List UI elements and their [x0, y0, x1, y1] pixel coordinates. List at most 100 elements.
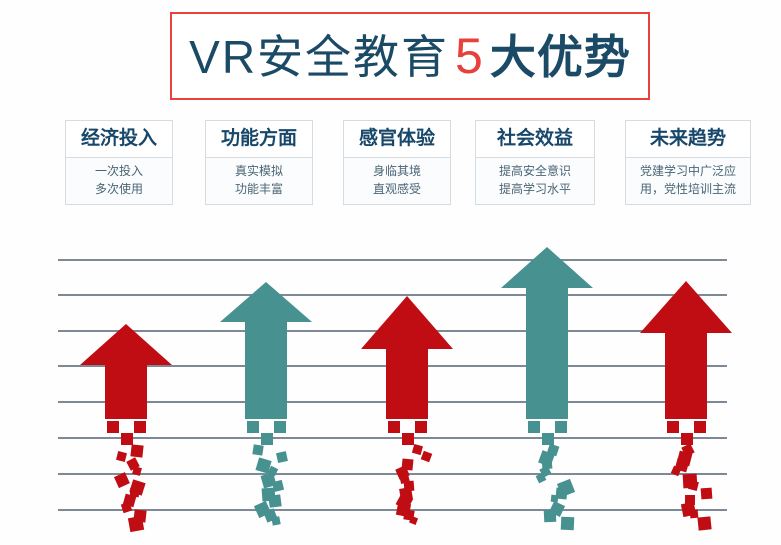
- title-prefix: VR安全教育: [189, 31, 450, 83]
- exhaust-particle: [560, 516, 575, 531]
- exhaust-particle: [541, 458, 553, 470]
- exhaust-particle: [544, 509, 558, 523]
- gridline: [58, 509, 727, 511]
- exhaust-particle: [675, 458, 690, 473]
- arrow-shaft: [526, 286, 568, 419]
- exhaust-particle: [254, 500, 272, 518]
- advantage-card-function-aspect[interactable]: 功能方面 真实模拟 功能丰富: [205, 120, 313, 205]
- exhaust-particle: [681, 433, 693, 445]
- gridline: [58, 294, 727, 296]
- title-number: 5: [455, 28, 484, 84]
- exhaust-particle: [687, 480, 699, 491]
- exhaust-particle: [261, 487, 276, 502]
- exhaust-particle: [394, 464, 410, 480]
- exhaust-particle: [113, 471, 131, 489]
- arrow-head: [220, 282, 312, 322]
- card-line-1: 提高安全意识: [498, 164, 571, 178]
- exhaust-particle: [396, 493, 414, 511]
- exhaust-particle: [538, 464, 552, 478]
- arrow-shaft: [105, 363, 147, 419]
- exhaust-particle: [402, 509, 415, 521]
- arrow-shaft: [665, 331, 707, 419]
- exhaust-particle: [415, 421, 427, 433]
- exhaust-particle: [550, 495, 560, 504]
- exhaust-particle: [409, 515, 419, 526]
- exhaust-particle: [555, 487, 568, 500]
- card-line-2: 功能丰富: [234, 182, 283, 196]
- card-line-1: 身临其境: [372, 164, 421, 178]
- exhaust-particle: [247, 421, 259, 433]
- exhaust-particle: [263, 508, 278, 523]
- exhaust-particle: [681, 443, 695, 457]
- exhaust-particle: [107, 421, 119, 433]
- exhaust-particle: [267, 465, 279, 476]
- card-title: 未来趋势: [626, 121, 750, 158]
- card-line-2: 直观感受: [372, 182, 421, 196]
- exhaust-particle: [528, 421, 540, 433]
- exhaust-particle: [396, 501, 412, 517]
- card-title: 经济投入: [66, 121, 172, 158]
- exhaust-particle: [676, 450, 693, 467]
- exhaust-particle: [682, 473, 697, 488]
- card-body: 党建学习中广泛应 用，党性培训主流: [626, 158, 750, 204]
- gridline: [58, 259, 727, 261]
- card-body: 身临其境 直观感受: [344, 158, 450, 204]
- exhaust-particle: [129, 479, 146, 496]
- exhaust-particle: [125, 457, 140, 472]
- exhaust-particle: [536, 472, 547, 484]
- exhaust-particle: [121, 433, 133, 445]
- exhaust-particle: [123, 494, 138, 509]
- card-title: 感官体验: [344, 121, 450, 158]
- exhaust-particle: [667, 421, 679, 433]
- exhaust-particle: [670, 465, 682, 477]
- card-title: 功能方面: [206, 121, 312, 158]
- exhaust-particle: [549, 500, 566, 517]
- gridline: [58, 473, 727, 475]
- exhaust-particle: [697, 516, 711, 531]
- advantage-card-row: 经济投入 一次投入 多次使用 功能方面 真实模拟 功能丰富 感官体验 身临其境 …: [0, 120, 781, 212]
- exhaust-particle: [271, 480, 284, 492]
- exhaust-particle: [133, 509, 148, 523]
- card-line-2: 多次使用: [94, 182, 143, 196]
- exhaust-particle: [403, 480, 415, 492]
- exhaust-particle: [402, 433, 414, 445]
- gridline: [58, 330, 727, 332]
- exhaust-particle: [260, 472, 277, 489]
- title-suffix: 大优势: [489, 31, 631, 83]
- exhaust-particle: [412, 443, 423, 455]
- exhaust-particle: [694, 421, 706, 433]
- advantage-card-future-trend[interactable]: 未来趋势 党建学习中广泛应 用，党性培训主流: [625, 120, 751, 205]
- arrow-shaft: [386, 347, 428, 419]
- arrow-head: [361, 296, 453, 349]
- card-line-1: 一次投入: [94, 164, 143, 178]
- exhaust-particle: [538, 450, 555, 467]
- exhaust-particle: [120, 501, 132, 513]
- exhaust-particle: [132, 465, 143, 476]
- arrow-head: [80, 324, 172, 365]
- card-line-1: 真实模拟: [234, 164, 283, 178]
- exhaust-particle: [130, 444, 144, 458]
- exhaust-particle: [420, 450, 433, 463]
- exhaust-particle: [255, 457, 272, 475]
- exhaust-particle: [555, 421, 567, 433]
- exhaust-particle: [542, 433, 554, 445]
- exhaust-particle: [557, 478, 576, 497]
- exhaust-particle: [685, 495, 696, 506]
- advantage-card-social-benefit[interactable]: 社会效益 提高安全意识 提高学习水平: [475, 120, 595, 205]
- advantage-card-economic-investment[interactable]: 经济投入 一次投入 多次使用: [65, 120, 173, 205]
- exhaust-particle: [129, 487, 139, 498]
- card-line-2: 提高学习水平: [498, 182, 571, 196]
- exhaust-particle: [252, 444, 265, 457]
- advantage-card-sensory-experience[interactable]: 感官体验 身临其境 直观感受: [343, 120, 451, 205]
- exhaust-particle: [274, 421, 286, 433]
- arrow-head: [640, 281, 732, 333]
- exhaust-particle: [401, 458, 414, 471]
- exhaust-particle: [271, 516, 281, 526]
- exhaust-particle: [127, 515, 144, 532]
- exhaust-particle: [275, 451, 288, 464]
- exhaust-particle: [546, 443, 561, 457]
- exhaust-particle: [399, 487, 413, 501]
- exhaust-particle: [689, 509, 698, 518]
